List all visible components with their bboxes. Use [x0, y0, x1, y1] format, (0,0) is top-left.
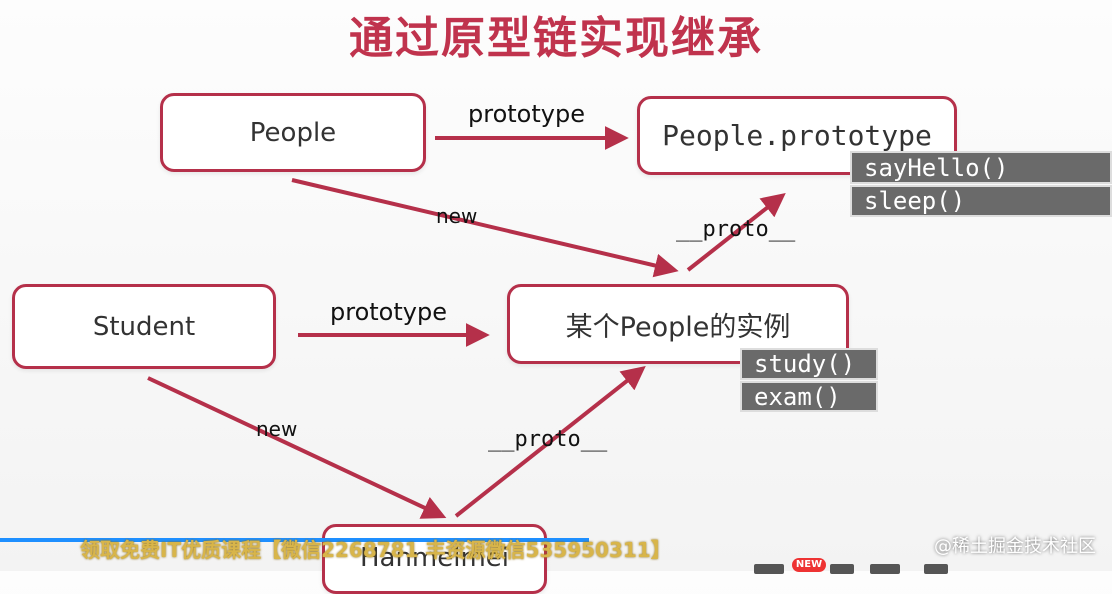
arrow-people-new	[291, 178, 679, 278]
dock-icon[interactable]	[870, 564, 900, 574]
page-title: 通过原型链实现继承	[349, 13, 763, 64]
label-proto-top: __proto__	[676, 217, 796, 242]
arrow-instance-proto	[686, 193, 786, 272]
label-new-bottom: new	[256, 417, 298, 441]
label-proto-bottom: __proto__	[488, 427, 608, 452]
watermark: @稀土掘金技术社区	[934, 536, 1096, 557]
label-prototype-mid: prototype	[330, 298, 447, 326]
promo-banner: 领取免费IT优质课程【微信2268781 丰资源微信535950311】	[80, 538, 671, 562]
label-prototype-top: prototype	[468, 100, 585, 128]
node-student: Student	[12, 284, 276, 369]
arrows-layer	[147, 126, 786, 519]
arrow-hanmeimei-proto	[454, 366, 646, 518]
label-new-top: new	[436, 204, 478, 228]
dock-icon[interactable]	[830, 564, 854, 574]
method-exam: exam()	[740, 381, 878, 412]
node-people-instance: 某个People的实例	[507, 284, 849, 364]
method-sleep: sleep()	[850, 185, 1112, 217]
node-people: People	[160, 93, 426, 172]
new-badge: NEW	[792, 558, 826, 572]
video-progress-bar[interactable]	[0, 538, 590, 542]
method-study: study()	[740, 348, 878, 380]
dock-icon[interactable]	[754, 564, 784, 574]
arrow-student-new	[147, 376, 447, 519]
method-sayhello: sayHello()	[850, 151, 1112, 184]
dock-icon[interactable]	[924, 564, 948, 574]
